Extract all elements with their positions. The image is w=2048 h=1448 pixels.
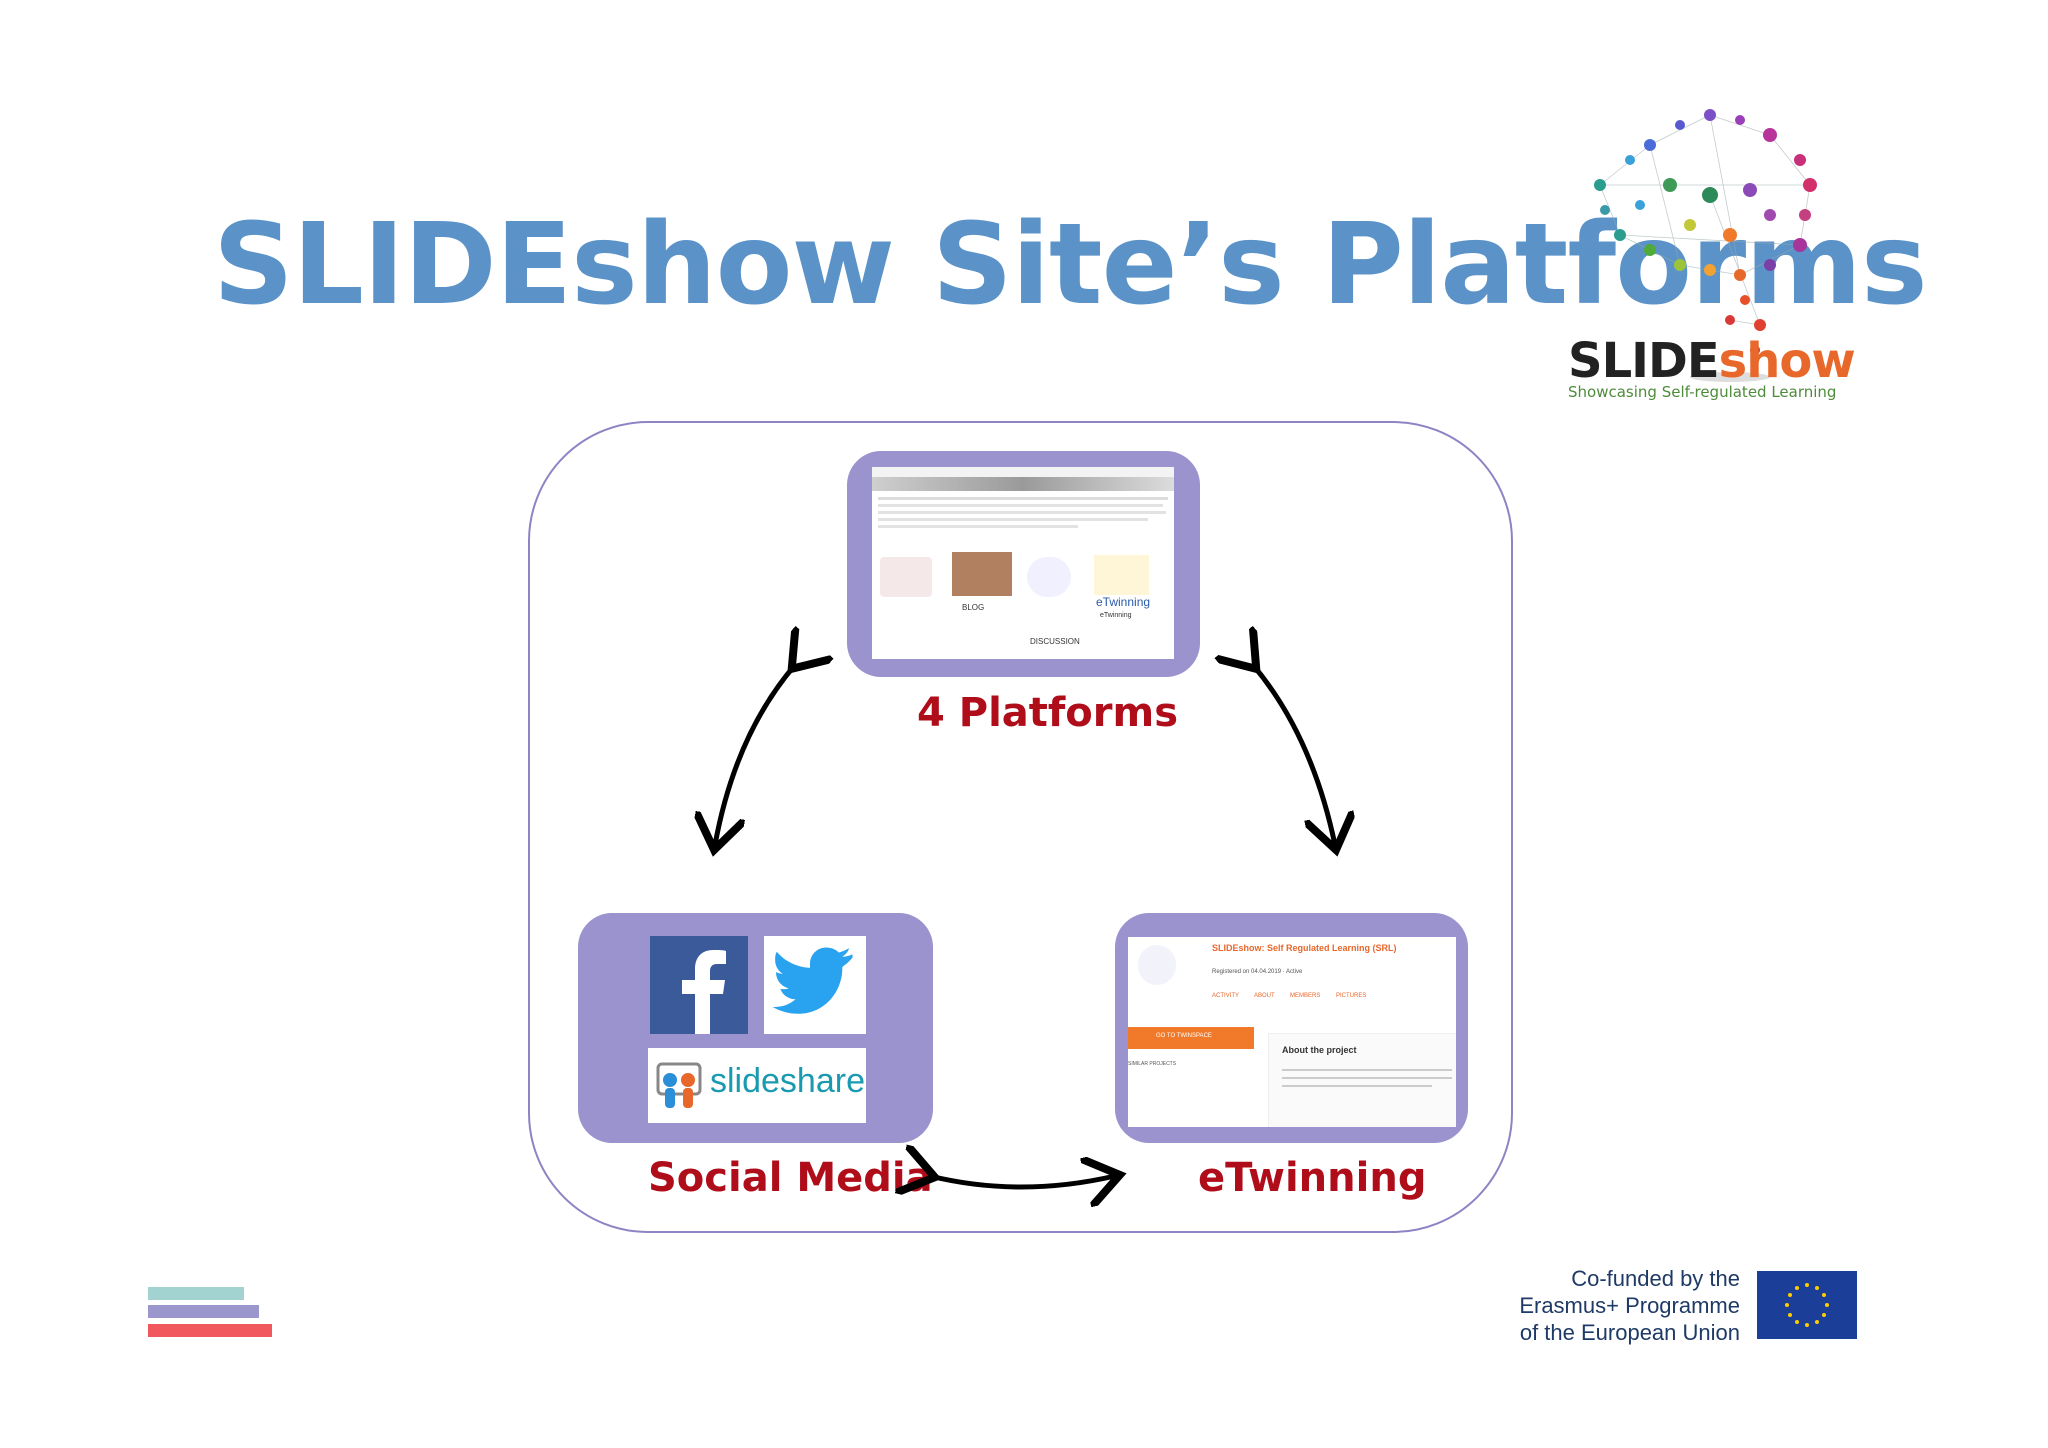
- slideshare-icon: [656, 1062, 702, 1108]
- etw-about-title: About the project: [1282, 1045, 1357, 1055]
- diagram-frame: [528, 421, 1513, 1233]
- arrow-social-etwinning: [930, 1176, 1115, 1187]
- thumb-etwinning-logo: eTwinning: [1096, 595, 1151, 609]
- platforms-node: BLOG DISCUSSION eTwinning eTwinning: [847, 451, 1200, 677]
- eu-line-2: Erasmus+ Programme: [1519, 1293, 1740, 1318]
- etw-tab-pictures: PICTURES: [1336, 993, 1367, 999]
- slideshare-tile: slideshare: [648, 1048, 866, 1123]
- page-title: SLIDEshow Site’s Platforms: [213, 200, 1928, 330]
- etwinning-node: SLIDEshow: Self Regulated Learning (SRL)…: [1115, 913, 1468, 1143]
- eu-flag-icon: [1757, 1271, 1857, 1339]
- etwinning-label: eTwinning: [1198, 1155, 1427, 1201]
- social-media-label: Social Media: [648, 1155, 933, 1201]
- etw-registered: Registered on 04.04.2019 · Active: [1212, 969, 1303, 975]
- thumb-etwinning-label: eTwinning: [1100, 612, 1132, 619]
- etw-tab-members: MEMBERS: [1290, 993, 1321, 999]
- arrow-platforms-social: [715, 665, 795, 845]
- etw-tab-activity: ACTIVITY: [1212, 993, 1240, 999]
- logo-word-orange: show: [1718, 333, 1856, 389]
- social-media-node: slideshare: [578, 913, 933, 1143]
- eu-cofunding-text: Co-funded by the Erasmus+ Programme of t…: [1490, 1265, 1740, 1346]
- facebook-icon: [650, 936, 748, 1034]
- thumb-discussion-label: DISCUSSION: [1030, 637, 1080, 646]
- thumb-blog-label: BLOG: [962, 603, 985, 612]
- etwinning-screenshot: SLIDEshow: Self Regulated Learning (SRL)…: [1128, 937, 1456, 1127]
- bar-red: [148, 1324, 272, 1337]
- twitter-icon: [764, 936, 866, 1034]
- bar-teal: [148, 1287, 244, 1300]
- logo-word-black: SLIDE: [1568, 333, 1720, 389]
- platforms-label: 4 Platforms: [917, 690, 1178, 736]
- logo-wordmark: SLIDEshow: [1568, 333, 1856, 389]
- etw-cta-button: GO TO TWINSPACE: [1128, 1027, 1254, 1049]
- arrow-platforms-etwinning: [1253, 665, 1335, 845]
- logo-tagline: Showcasing Self-regulated Learning: [1568, 383, 1837, 401]
- platforms-screenshot: BLOG DISCUSSION eTwinning eTwinning: [872, 467, 1174, 659]
- brain-network-icon: [1594, 109, 1817, 382]
- etw-tab-about: ABOUT: [1254, 993, 1275, 999]
- etw-header: SLIDEshow: Self Regulated Learning (SRL): [1212, 943, 1397, 953]
- slideshare-label: slideshare: [710, 1062, 865, 1100]
- eu-line-1: Co-funded by the: [1571, 1266, 1740, 1291]
- etw-cta-label: GO TO TWINSPACE: [1156, 1033, 1212, 1039]
- eu-line-3: of the European Union: [1519, 1320, 1740, 1345]
- etw-similar: SIMILAR PROJECTS: [1128, 1061, 1177, 1067]
- bar-purple: [148, 1305, 259, 1318]
